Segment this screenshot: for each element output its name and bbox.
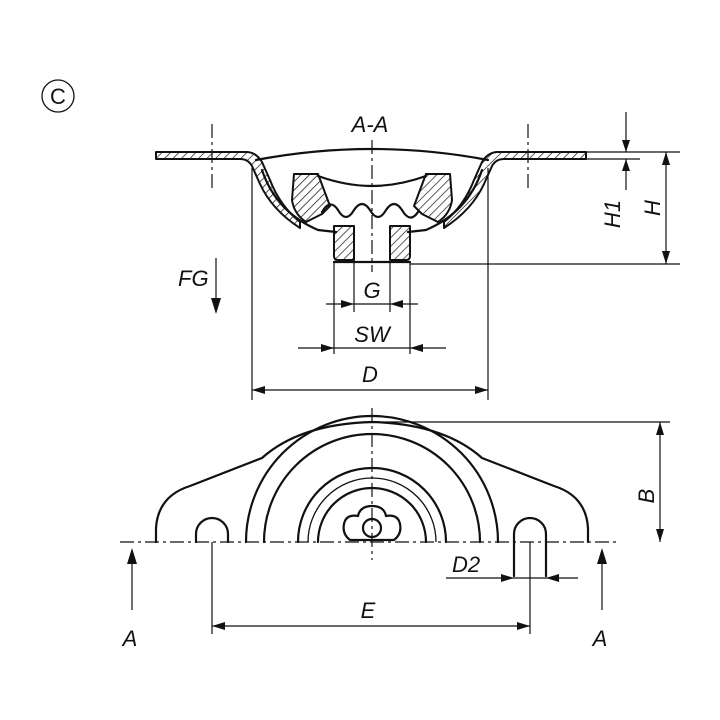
nut-body-left xyxy=(333,225,355,261)
left-mounting-slot xyxy=(194,516,230,544)
star-scallops xyxy=(320,202,420,219)
housing-ring-outer xyxy=(244,414,500,544)
variant-badge: C xyxy=(41,79,75,113)
plan-outer-contour xyxy=(154,420,590,544)
plan-view: B D2 E A A xyxy=(120,408,670,651)
g-label: G xyxy=(363,278,380,303)
knob-center xyxy=(361,517,383,539)
section-marker-left-arrow xyxy=(127,548,137,564)
right-mounting-slot xyxy=(512,516,548,578)
flange-plate-right xyxy=(443,151,587,229)
section-view: A-A H1 H xyxy=(155,112,680,400)
load-label: FG xyxy=(178,266,209,291)
h1-label: H1 xyxy=(600,200,625,228)
section-marker-right-arrow xyxy=(597,548,607,564)
section-marker-right: A xyxy=(591,626,608,651)
sw-label: SW xyxy=(354,322,392,347)
d2-label: D2 xyxy=(452,552,480,577)
ball-seat-left xyxy=(291,173,331,223)
load-arrow-head xyxy=(211,298,221,314)
housing-ring-2 xyxy=(262,432,482,544)
cover-top-line xyxy=(254,147,490,162)
housing-contour xyxy=(260,168,484,234)
section-marker-left: A xyxy=(121,626,138,651)
variant-label: C xyxy=(50,84,66,109)
ball-joint-top xyxy=(316,174,428,188)
star-knob xyxy=(342,504,402,542)
flange-plate xyxy=(155,151,301,229)
section-title: A-A xyxy=(350,112,389,137)
nut-body-right xyxy=(389,225,411,261)
housing-ring-5 xyxy=(316,486,428,544)
ball-seat-right xyxy=(413,173,453,223)
housing-ring-3 xyxy=(296,466,448,544)
e-label: E xyxy=(361,598,376,623)
h-label: H xyxy=(640,200,665,216)
housing-ring-4 xyxy=(307,477,437,543)
b-label: B xyxy=(634,489,659,504)
d-label: D xyxy=(362,362,378,387)
